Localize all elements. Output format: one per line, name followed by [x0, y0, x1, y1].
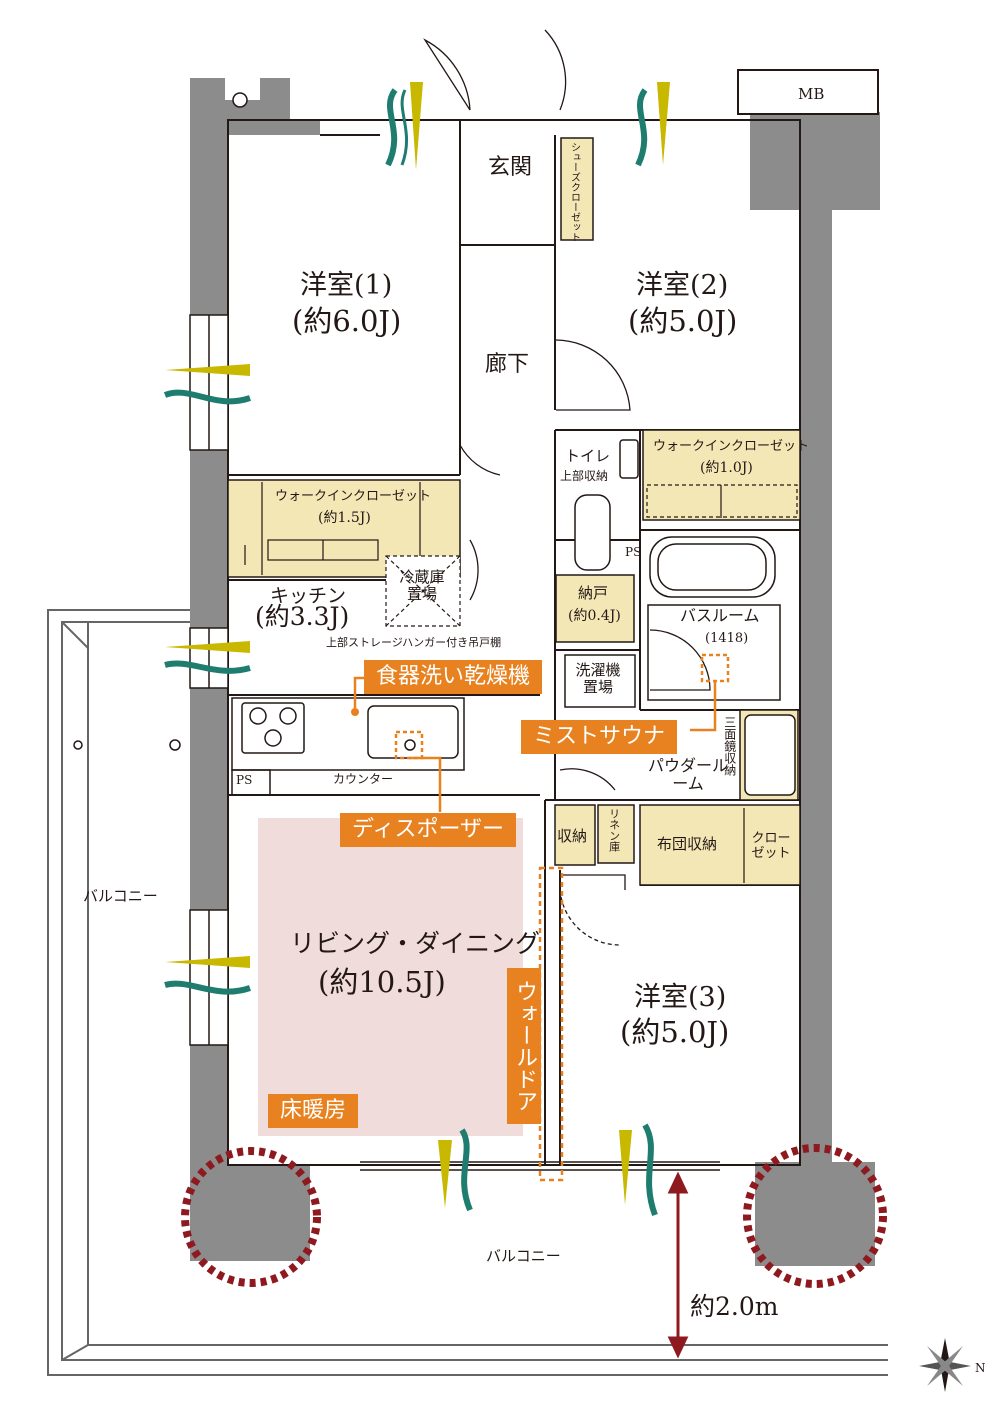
balcony-depth-label: 約2.0m: [690, 1292, 779, 1321]
depth-arrow: [667, 1171, 689, 1359]
vent-markers: [163, 82, 670, 1217]
kitchen-name: キッチン: [270, 585, 347, 607]
balcony-bottom-label: バルコニー: [486, 1247, 561, 1265]
toilet-label: トイレ: [565, 447, 611, 465]
mist-sauna-tag: ミストサウナ: [521, 720, 678, 754]
powder-room-label: パウダールーム: [648, 756, 729, 794]
western-room-3-name: 洋室(3): [634, 982, 727, 1013]
compass: [915, 1336, 985, 1400]
fridge-space: [385, 555, 461, 627]
wic-1-name: ウォークインクローゼット: [275, 489, 432, 504]
dish-dryer-tag: 食器洗い乾燥機: [364, 660, 543, 694]
balcony-side-label: バルコニー: [83, 887, 158, 905]
floor-heating-area: [258, 818, 523, 1136]
counter-label: カウンター: [333, 772, 394, 786]
fridge-label: 冷蔵庫置場: [399, 568, 445, 604]
wic-2-name: ウォークインクローゼット: [653, 439, 810, 454]
floor-heating-tag: 床暖房: [268, 1094, 359, 1128]
mirror-storage-label: 三面鏡収納: [722, 716, 737, 776]
upper-storage-label: 上部収納: [560, 469, 609, 483]
washer-space-label: 洗濯機置場: [575, 661, 621, 697]
balcony-outline: [47, 609, 888, 1376]
storage-details: [244, 482, 798, 883]
small-fixtures: [73, 92, 416, 751]
western-room-2-name: 洋室(2): [636, 270, 729, 301]
futon-storage-label: 布団収納: [657, 835, 718, 853]
ps-label-upper: PS: [625, 545, 642, 559]
mb-label: MB: [798, 85, 825, 103]
disposer-tag: ディスポーザー: [340, 813, 517, 847]
pantry-name: 納戸: [578, 584, 609, 602]
closet-label: クローゼット: [751, 831, 791, 861]
compass-north-label: N: [975, 1361, 986, 1375]
wic-2-size: (約1.0J): [700, 460, 753, 476]
western-room-3-size: (約5.0J): [620, 1015, 730, 1049]
entrance-label: 玄関: [488, 155, 533, 180]
kitchen-size: (約3.3J): [255, 602, 350, 631]
shoe-closet-label: シューズクローゼット: [568, 142, 580, 242]
ps-label-lower: PS: [236, 773, 253, 787]
corridor-label: 廊下: [485, 352, 530, 377]
column-markers: [181, 1144, 887, 1288]
living-dining-name: リビング・ダイニング: [290, 929, 541, 958]
wall-door-tag: ウォールドア: [507, 968, 541, 1124]
western-room-1-size: (約6.0J): [292, 304, 402, 338]
feature-callout-lines: [353, 653, 730, 1182]
wet-area-fixtures: [564, 439, 796, 796]
western-room-2-size: (約5.0J): [628, 304, 738, 338]
left-windows: [189, 314, 720, 1171]
bath-size-label: (1418): [705, 631, 749, 646]
western-room-1-name: 洋室(1): [300, 270, 393, 301]
dish-dryer-dot: [351, 708, 359, 716]
living-dining-size: (約10.5J): [318, 965, 446, 999]
storage-label: 収納: [557, 827, 588, 845]
hanger-shelf-label: 上部ストレージハンガー付き吊戸棚: [326, 636, 502, 649]
wic-1-size: (約1.5J): [318, 510, 371, 526]
bathroom-label: バスルーム: [680, 606, 760, 625]
compass-icon: [919, 1338, 971, 1392]
pantry-size: (約0.4J): [568, 608, 621, 624]
linen-label: リネン庫: [607, 808, 621, 852]
